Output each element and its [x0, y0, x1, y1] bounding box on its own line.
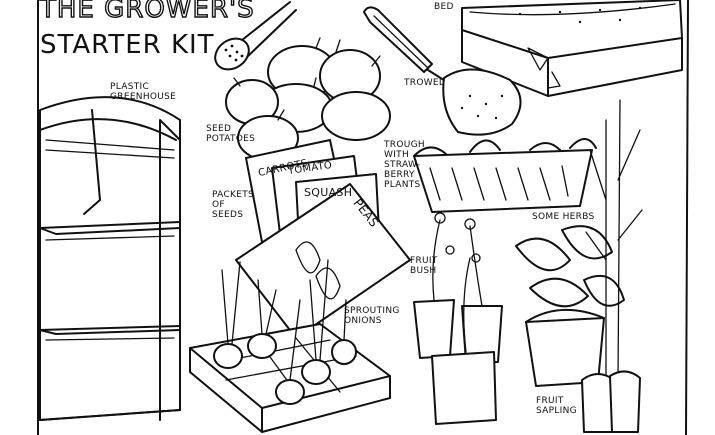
label-some-herbs: SOME HERBS — [532, 212, 595, 222]
watering-can-icon — [214, 1, 297, 71]
label-fruit-sapling: FRUIT SAPLING — [536, 396, 577, 416]
label-bed: BED — [434, 2, 454, 12]
right-frame-line — [685, 0, 689, 435]
page-title-line-1: THE GROWER'S — [39, 0, 255, 25]
label-seed-potatoes: SEED POTATOES — [206, 124, 256, 144]
label-fruit-bush: FRUIT BUSH — [410, 256, 438, 276]
packet-squash: SQUASH — [304, 186, 353, 199]
fruit-bush-icon — [413, 212, 503, 425]
page-title-line-2: STARTER KIT — [40, 30, 215, 60]
label-trough: TROUGH WITH STRAW- BERRY PLANTS — [384, 140, 425, 190]
sapling-icon — [581, 99, 643, 433]
raised-bed-icon — [461, 0, 683, 97]
trough-icon — [413, 138, 597, 213]
label-packets-of-seeds: PACKETS OF SEEDS — [212, 190, 255, 220]
label-sprouting-onions: SPROUTING ONIONS — [344, 306, 400, 326]
herb-pot-icon — [515, 225, 625, 387]
trowel-icon — [363, 6, 522, 136]
seed-packet-icon — [235, 139, 411, 339]
label-trowel: TROWEL — [404, 78, 445, 88]
onion-icon — [189, 259, 391, 433]
potato-icon — [225, 37, 391, 161]
greenhouse-icon — [39, 96, 181, 421]
label-plastic-greenhouse: PLASTIC GREENHOUSE — [110, 82, 177, 102]
